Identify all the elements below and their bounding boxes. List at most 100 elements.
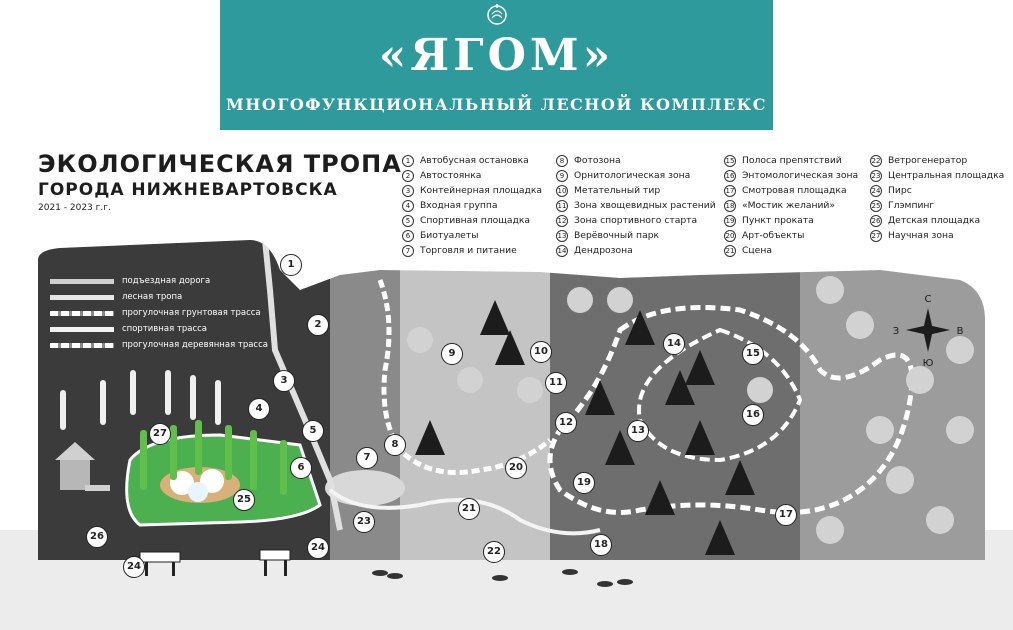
map-marker-1[interactable]: 1 <box>280 254 302 276</box>
legend-item-number: 4 <box>402 199 414 212</box>
map-marker-24[interactable]: 24 <box>123 556 145 578</box>
map-marker-11[interactable]: 11 <box>545 372 567 394</box>
legend-item-label: Смотровая площадка <box>742 185 847 196</box>
map-marker-12[interactable]: 12 <box>555 412 577 434</box>
legend-item-label: Биотуалеты <box>420 230 479 241</box>
compass-east: В <box>957 326 964 337</box>
legend-item-number: 3 <box>402 184 414 197</box>
playground <box>55 442 110 491</box>
map-marker-20[interactable]: 20 <box>505 457 527 479</box>
map-marker-13[interactable]: 13 <box>627 420 649 442</box>
legend-item-number: 6 <box>402 229 414 242</box>
map-marker-27[interactable]: 27 <box>149 423 171 445</box>
map-marker-26[interactable]: 26 <box>86 526 108 548</box>
legend-item-label: Арт-объекты <box>742 230 805 241</box>
compass-west: З <box>893 326 899 337</box>
map-marker-23[interactable]: 23 <box>353 511 375 533</box>
trail-label: лесная тропа <box>122 292 183 302</box>
legend-item-number: 21 <box>724 244 736 257</box>
legend-item-number: 24 <box>870 184 882 197</box>
map-marker-8[interactable]: 8 <box>384 434 406 456</box>
trail-legend-item: лесная тропа <box>50 292 182 302</box>
trail-swatch <box>50 278 114 284</box>
legend-item-label: Центральная площадка <box>888 170 1005 181</box>
legend-item-number: 10 <box>556 184 568 197</box>
map-marker-24[interactable]: 24 <box>307 537 329 559</box>
map-marker-14[interactable]: 14 <box>663 333 685 355</box>
legend-item-5: 5 Спортивная площадка <box>402 213 542 228</box>
map-marker-17[interactable]: 17 <box>775 504 797 526</box>
map-marker-5[interactable]: 5 <box>302 420 324 442</box>
map-marker-6[interactable]: 6 <box>290 457 312 479</box>
legend-item-label: Контейнерная площадка <box>420 185 543 196</box>
legend-item-label: Пункт проката <box>742 215 814 226</box>
legend-item-label: Автобусная остановка <box>420 155 529 166</box>
map-title-block: ЭКОЛОГИЧЕСКАЯ ТРОПА ГОРОДА НИЖНЕВАРТОВСК… <box>38 150 402 213</box>
sport-trail-east <box>547 305 915 515</box>
map-subtitle: ГОРОДА НИЖНЕВАРТОВСКА <box>38 180 338 200</box>
map-marker-10[interactable]: 10 <box>530 341 552 363</box>
map-marker-3[interactable]: 3 <box>273 370 295 392</box>
deciduous-trees <box>407 276 974 544</box>
map-marker-16[interactable]: 16 <box>742 404 764 426</box>
trail-label: прогулочная деревянная трасса <box>122 340 268 350</box>
legend-item-label: Энтомологическая зона <box>742 170 859 181</box>
legend-item-number: 1 <box>402 154 414 167</box>
map-marker-2[interactable]: 2 <box>307 314 329 336</box>
legend-item-label: Научная зона <box>888 230 954 241</box>
legend-item-label: Глэмпинг <box>888 200 935 211</box>
map-marker-19[interactable]: 19 <box>573 472 595 494</box>
compass-south: Ю <box>923 358 934 369</box>
legend-item-number: 25 <box>870 199 882 212</box>
legend-item-number: 14 <box>556 244 568 257</box>
trail-legend-item: прогулочная деревянная трасса <box>50 340 268 350</box>
legend-item-number: 5 <box>402 214 414 227</box>
trail-swatch <box>50 294 114 300</box>
legend-item-label: «Мостик желаний» <box>742 200 836 211</box>
legend-item-18: 18«Мостик желаний» <box>724 198 858 213</box>
map-years: 2021 - 2023 г.г. <box>38 203 111 213</box>
legend-item-number: 16 <box>724 169 736 182</box>
legend-item-7: 7 Торговля и питание <box>402 243 542 258</box>
map-marker-4[interactable]: 4 <box>248 398 270 420</box>
map-marker-22[interactable]: 22 <box>483 541 505 563</box>
trail-legend-item: прогулочная грунтовая трасса <box>50 308 261 318</box>
legend-item-6: 6 Биотуалеты <box>402 228 542 243</box>
legend-item-number: 7 <box>402 244 414 257</box>
pinecone-logo-icon <box>487 4 507 25</box>
map-marker-21[interactable]: 21 <box>458 498 480 520</box>
legend-item-number: 9 <box>556 169 568 182</box>
legend-item-number: 26 <box>870 214 882 227</box>
legend-item-label: Торговля и питание <box>420 245 517 256</box>
map-marker-15[interactable]: 15 <box>742 343 764 365</box>
legend-item-1: 1 Автобусная остановка <box>402 153 542 168</box>
map-marker-9[interactable]: 9 <box>441 343 463 365</box>
brand-subtitle: МНОГОФУНКЦИОНАЛЬНЫЙ ЛЕСНОЙ КОМПЛЕКС <box>226 95 767 114</box>
legend-item-label: Верёвочный парк <box>574 230 660 241</box>
map-marker-18[interactable]: 18 <box>590 534 612 556</box>
compass-north: С <box>925 294 932 305</box>
legend-item-label: Пирс <box>888 185 912 196</box>
ducks <box>372 569 633 587</box>
legend-item-label: Спортивная площадка <box>420 215 531 226</box>
map-marker-25[interactable]: 25 <box>233 489 255 511</box>
legend-item-number: 11 <box>556 199 568 212</box>
map-marker-7[interactable]: 7 <box>356 447 378 469</box>
legend-item-label: Ветрогенератор <box>888 155 968 166</box>
legend-item-number: 2 <box>402 169 414 182</box>
map-title: ЭКОЛОГИЧЕСКАЯ ТРОПА <box>38 150 402 178</box>
legend-item-label: Метательный тир <box>574 185 661 196</box>
legend-item-16: 16 Энтомологическая зона <box>724 168 858 183</box>
